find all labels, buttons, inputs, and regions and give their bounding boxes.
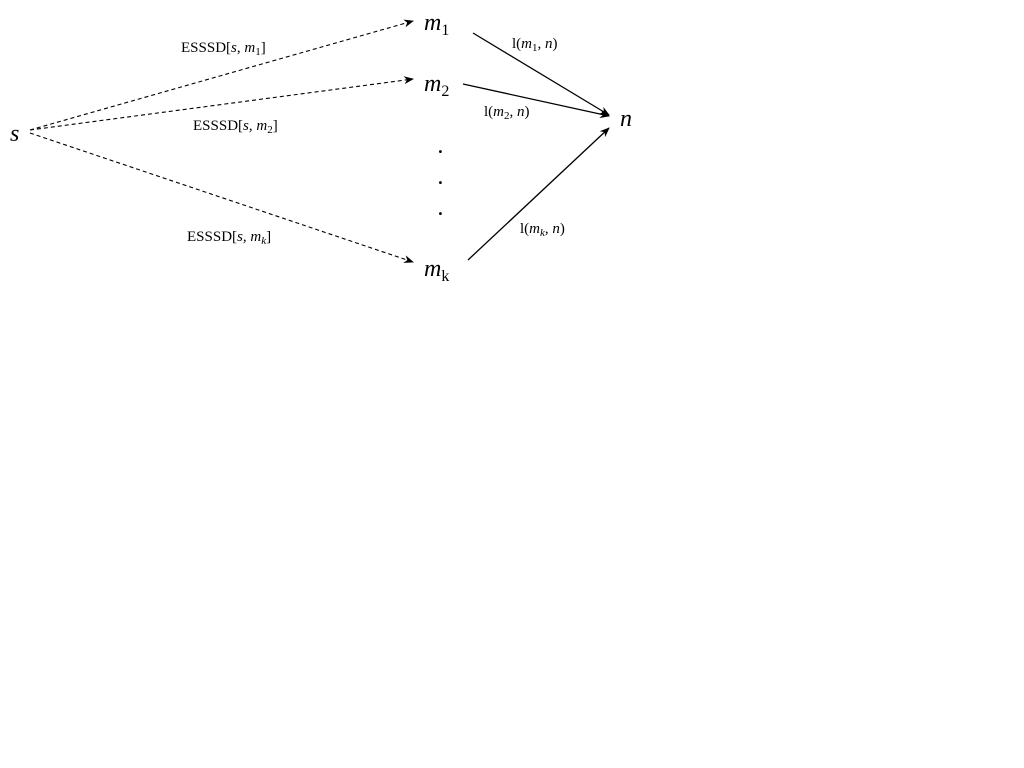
label-m1-n: l(m1, n) bbox=[512, 36, 558, 54]
label-mk-n: l(mk, n) bbox=[520, 221, 565, 239]
label-s-m2: ESSSD[s, m2] bbox=[193, 118, 278, 136]
node-mk: mk bbox=[424, 256, 449, 285]
label-m2-n: l(m2, n) bbox=[484, 104, 530, 122]
label-s-m1: ESSSD[s, m1] bbox=[181, 40, 266, 58]
edge-s-m1 bbox=[29, 19, 414, 131]
node-n: n bbox=[620, 106, 632, 132]
edge-m2-n bbox=[462, 83, 610, 118]
ellipsis-dot-1: . bbox=[438, 133, 444, 159]
node-m1: m1 bbox=[424, 10, 449, 39]
edge-mk-n bbox=[467, 127, 610, 261]
edge-s-mk bbox=[29, 132, 414, 263]
node-m2: m2 bbox=[424, 71, 449, 100]
edge-m1-n bbox=[472, 32, 610, 116]
ellipsis-dot-3: . bbox=[438, 195, 444, 221]
edge-s-m2 bbox=[29, 76, 414, 131]
label-s-mk: ESSSD[s, mk] bbox=[187, 229, 271, 247]
node-s: s bbox=[10, 121, 19, 147]
ellipsis-dot-2: . bbox=[438, 164, 444, 190]
